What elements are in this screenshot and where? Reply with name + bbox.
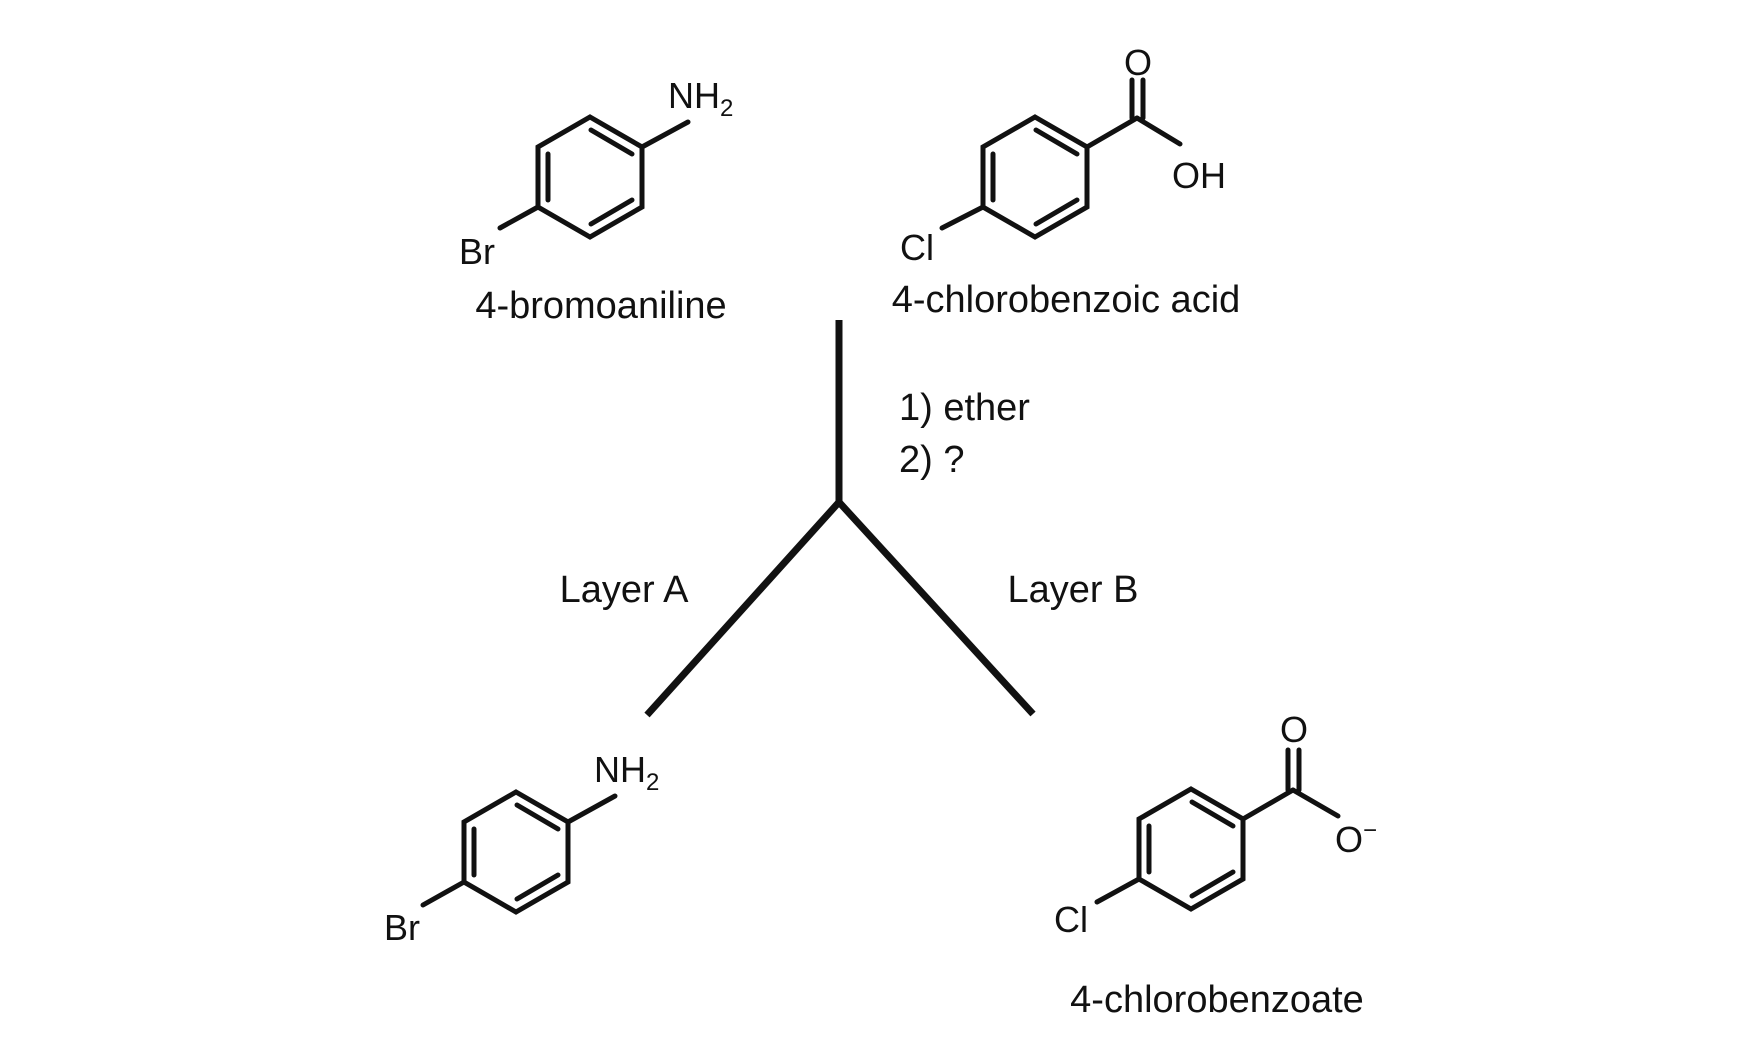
chlorobenzoic-acid-ring — [980, 114, 1090, 240]
bromoaniline-ring — [535, 114, 645, 240]
benzoate-chlorine-label: Cl — [1054, 899, 1088, 940]
condition-step-2: 2) ? — [899, 439, 964, 481]
layer-a-bromine-label: Br — [384, 907, 420, 948]
bromoaniline-bromine-label: Br — [459, 231, 495, 272]
acid-c-oh-bond — [1134, 115, 1183, 147]
bromoaniline-c-n-bond — [639, 119, 691, 150]
condition-step-1: 1) ether — [899, 387, 1030, 429]
benzoate-oxide-label: O− — [1335, 817, 1377, 860]
layer-b-product-structure: O O− Cl — [1054, 709, 1377, 940]
acid-ring-carboxyl-bond — [1084, 115, 1140, 150]
layer-a-product-ring — [461, 789, 571, 915]
bromoaniline-amine-label: NH2 — [668, 75, 733, 122]
bromoaniline-c-br-bond — [497, 204, 541, 231]
benzoate-c-cl-bond — [1094, 876, 1142, 905]
bromoaniline-structure: NH2 Br — [459, 75, 733, 272]
layer-a-amine-label: NH2 — [594, 749, 659, 796]
bromoaniline-name: 4-bromoaniline — [475, 285, 726, 327]
chlorobenzoic-acid-name: 4-chlorobenzoic acid — [892, 279, 1241, 321]
acid-carbonyl-oxygen-label: O — [1124, 42, 1152, 83]
layer-a-c-n-bond — [565, 793, 618, 825]
benzoate-carbonyl-oxygen-label: O — [1280, 709, 1308, 750]
benzoate-ring-carboxyl-bond — [1240, 787, 1296, 822]
chlorobenzoic-acid-structure: O OH Cl — [900, 42, 1226, 268]
layer-a-c-br-bond — [420, 879, 467, 908]
layer-a-path — [644, 498, 843, 718]
layer-a-label: Layer A — [560, 569, 690, 611]
layer-b-path — [835, 498, 1036, 717]
acid-chlorine-label: Cl — [900, 227, 934, 268]
layer-b-product-ring — [1136, 786, 1246, 912]
layer-a-product-structure: NH2 Br — [384, 749, 659, 948]
acid-hydroxyl-label: OH — [1172, 155, 1226, 196]
acid-c-cl-bond — [939, 204, 986, 231]
layer-b-label: Layer B — [1008, 569, 1139, 611]
benzoate-c-o-bond — [1290, 787, 1341, 819]
benzoate-name: 4-chlorobenzoate — [1070, 979, 1364, 1021]
